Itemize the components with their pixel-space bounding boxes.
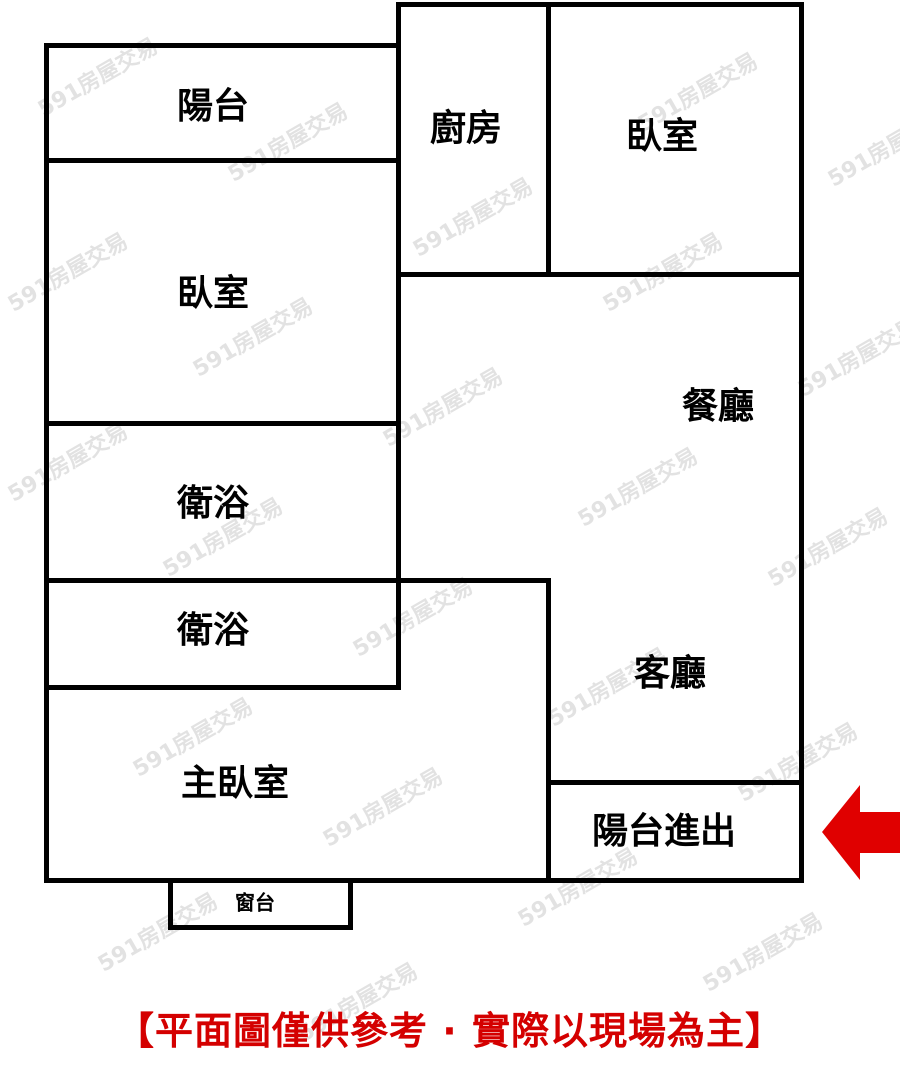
wall xyxy=(348,878,353,930)
wall xyxy=(168,925,353,930)
wall xyxy=(396,272,804,277)
room-label-bathroom-2: 衛浴 xyxy=(176,610,250,651)
room-label-master-bedroom: 主臥室 xyxy=(180,763,290,804)
entry-arrow-icon xyxy=(822,785,900,880)
room-label-bedroom-right: 臥室 xyxy=(625,116,699,157)
wall xyxy=(44,685,400,690)
wall xyxy=(799,2,804,883)
room-label-window-sill: 窗台 xyxy=(235,890,275,915)
room-label-bathroom-1: 衛浴 xyxy=(176,483,250,524)
wall xyxy=(44,43,49,883)
room-label-kitchen: 廚房 xyxy=(429,108,503,149)
disclaimer-note: 【平面圖僅供參考 · 實際以現場為主】 xyxy=(116,1009,784,1053)
wall xyxy=(396,2,804,7)
wall xyxy=(44,158,400,163)
room-label-balcony: 陽台 xyxy=(176,86,250,127)
wall xyxy=(44,878,804,883)
room-label-balcony-entry: 陽台進出 xyxy=(591,811,737,852)
room-label-living: 客廳 xyxy=(633,653,707,694)
wall xyxy=(44,43,400,48)
wall xyxy=(546,578,551,883)
wall xyxy=(546,2,551,276)
wall xyxy=(168,878,173,930)
wall xyxy=(44,421,400,426)
room-label-bedroom-left: 臥室 xyxy=(176,273,250,314)
wall xyxy=(546,780,804,785)
wall xyxy=(44,578,550,583)
room-label-dining: 餐廳 xyxy=(681,386,755,427)
wall xyxy=(396,2,401,690)
